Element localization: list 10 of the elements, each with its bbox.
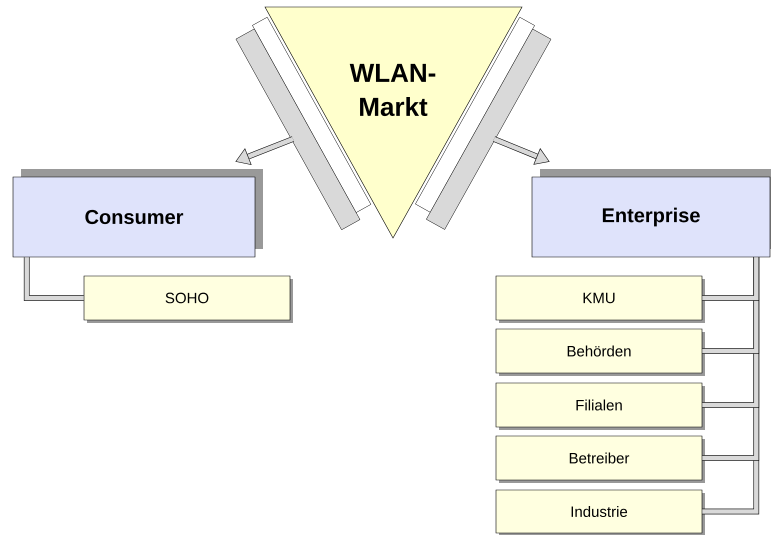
segment-box: SOHO [84,276,293,323]
segment-box: Industrie [496,490,705,535]
connector-bar [702,257,760,301]
segment-box: KMU [496,276,705,323]
segment-box: Behörden [496,328,705,376]
segment-box: Filialen [496,382,705,430]
category-box: Enterprise [532,169,771,258]
category-box: Consumer [12,169,263,258]
segment-box: Betreiber [496,436,705,483]
connector-bar [24,257,84,301]
